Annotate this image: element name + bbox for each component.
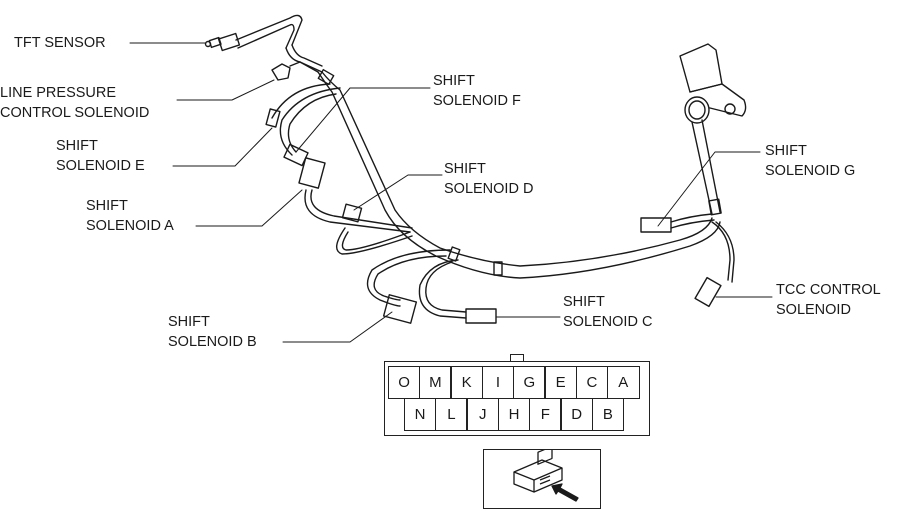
label-shift-a-2: SOLENOID A bbox=[86, 218, 174, 234]
label-tcc-1: TCC CONTROL bbox=[776, 282, 881, 298]
shift-solenoid-d-connector bbox=[336, 203, 413, 255]
label-shift-f-1: SHIFT bbox=[433, 73, 475, 89]
label-line-pressure-1: LINE PRESSURE bbox=[0, 85, 117, 101]
pin-n: N bbox=[403, 398, 437, 431]
label-line-pressure-2: CONTROL SOLENOID bbox=[0, 105, 150, 121]
upper-connector-body bbox=[679, 43, 747, 216]
label-tcc-2: SOLENOID bbox=[776, 302, 851, 318]
connector-top-row: O M K I G E C A bbox=[387, 366, 640, 399]
leader-shift-d bbox=[353, 174, 443, 211]
tcc-solenoid-wires bbox=[694, 221, 735, 308]
leader-shift-e bbox=[172, 127, 273, 167]
pin-m: M bbox=[419, 366, 452, 399]
connector-pin-face: O M K I G E C A N L J H F D B bbox=[384, 361, 650, 436]
label-shift-g-1: SHIFT bbox=[765, 143, 807, 159]
connector-lock-tab bbox=[510, 354, 524, 362]
label-shift-g-2: SOLENOID G bbox=[765, 163, 856, 179]
pin-o: O bbox=[387, 366, 421, 399]
pin-i: I bbox=[481, 366, 515, 399]
pin-l: L bbox=[435, 398, 468, 431]
pin-a: A bbox=[607, 366, 640, 399]
pin-d: D bbox=[560, 398, 593, 431]
shift-solenoid-c-wires bbox=[418, 259, 497, 324]
line-pressure-connector bbox=[271, 61, 301, 81]
pin-c: C bbox=[575, 366, 609, 399]
pin-g: G bbox=[513, 366, 546, 399]
leader-shift-b bbox=[282, 311, 393, 343]
label-shift-e-1: SHIFT bbox=[56, 138, 98, 154]
pin-e: E bbox=[544, 366, 577, 399]
pin-b: B bbox=[591, 398, 625, 431]
shift-solenoid-a-connector bbox=[298, 157, 413, 233]
label-shift-e-2: SOLENOID E bbox=[56, 158, 145, 174]
tft-sensor-connector bbox=[204, 32, 241, 52]
leader-shift-a bbox=[195, 189, 303, 227]
leader-lines bbox=[129, 42, 773, 343]
label-shift-d-1: SHIFT bbox=[444, 161, 486, 177]
pin-f: F bbox=[529, 398, 562, 431]
leader-shift-f bbox=[295, 87, 431, 153]
harness-connector-view-icon bbox=[513, 445, 563, 493]
connector-view-inset bbox=[483, 445, 601, 509]
leader-line-pressure bbox=[176, 79, 275, 101]
label-tft-sensor: TFT SENSOR bbox=[14, 35, 106, 51]
label-shift-c-1: SHIFT bbox=[563, 294, 605, 310]
label-shift-b-1: SHIFT bbox=[168, 314, 210, 330]
label-shift-f-2: SOLENOID F bbox=[433, 93, 521, 109]
leader-shift-g bbox=[657, 151, 761, 227]
shift-solenoid-b-wires bbox=[366, 249, 451, 324]
label-shift-a-1: SHIFT bbox=[86, 198, 128, 214]
shift-solenoid-g-connector bbox=[640, 213, 715, 233]
label-shift-d-2: SOLENOID D bbox=[444, 181, 534, 197]
arrow-icon bbox=[551, 483, 579, 502]
pin-h: H bbox=[497, 398, 531, 431]
pin-j: J bbox=[466, 398, 499, 431]
main-trunk bbox=[299, 61, 721, 279]
pin-k: K bbox=[450, 366, 483, 399]
tft-sensor-wire bbox=[235, 14, 323, 73]
connector-bottom-row: N L J H F D B bbox=[403, 398, 625, 431]
label-shift-c-2: SOLENOID C bbox=[563, 314, 653, 330]
label-shift-b-2: SOLENOID B bbox=[168, 334, 257, 350]
